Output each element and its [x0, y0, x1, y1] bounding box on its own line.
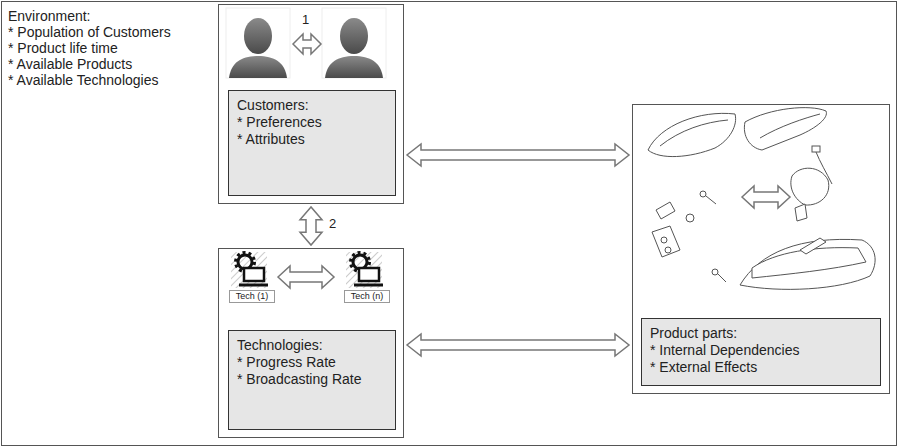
technology-icon — [231, 252, 268, 288]
double-arrow — [742, 186, 790, 208]
iron-parts-illustration — [648, 108, 875, 290]
person-icon — [322, 8, 386, 78]
technology-icon — [346, 252, 383, 288]
bullet-text: * Broadcasting Rate — [237, 371, 387, 388]
person-icon — [226, 8, 290, 78]
bullet-text: * Available Technologies — [8, 72, 171, 88]
heading-text: Technologies: — [237, 337, 387, 354]
technology-label-box: Tech (1) — [229, 290, 275, 303]
description-box: Product parts:* Internal Dependencies* E… — [641, 318, 881, 386]
bullet-text: * Internal Dependencies — [650, 342, 872, 359]
double-arrow-connector — [300, 207, 322, 245]
bullet-text: * Product life time — [8, 40, 171, 56]
double-arrow — [278, 266, 334, 288]
double-arrow-connector — [407, 144, 629, 166]
heading-text: Customers: — [237, 97, 387, 114]
callout-number: 2 — [327, 216, 338, 231]
technology-label: Tech (n) — [345, 291, 389, 302]
technology-label: Tech (1) — [230, 291, 274, 302]
bullet-text: * Population of Customers — [8, 24, 171, 40]
group-panel: Product parts:* Internal Dependencies* E… — [632, 104, 890, 394]
group-panel: Customers:* Preferences* Attributes — [218, 4, 404, 204]
description-box: Customers:* Preferences* Attributes — [228, 90, 396, 196]
double-arrow-connector — [407, 334, 629, 356]
bullet-text: * Available Products — [8, 56, 171, 72]
group-panel: Technologies:* Progress Rate* Broadcasti… — [218, 248, 404, 438]
bullet-text: * Attributes — [237, 131, 387, 148]
technology-label-box: Tech (n) — [344, 290, 390, 303]
heading-text: Product parts: — [650, 325, 872, 342]
heading-text: Environment: — [8, 8, 171, 24]
bullet-text: * External Effects — [650, 359, 872, 376]
double-arrow — [293, 34, 321, 54]
bullet-text: * Progress Rate — [237, 354, 387, 371]
description-box: Technologies:* Progress Rate* Broadcasti… — [228, 330, 396, 430]
callout-number: 1 — [300, 12, 311, 27]
bullet-text: * Preferences — [237, 114, 387, 131]
